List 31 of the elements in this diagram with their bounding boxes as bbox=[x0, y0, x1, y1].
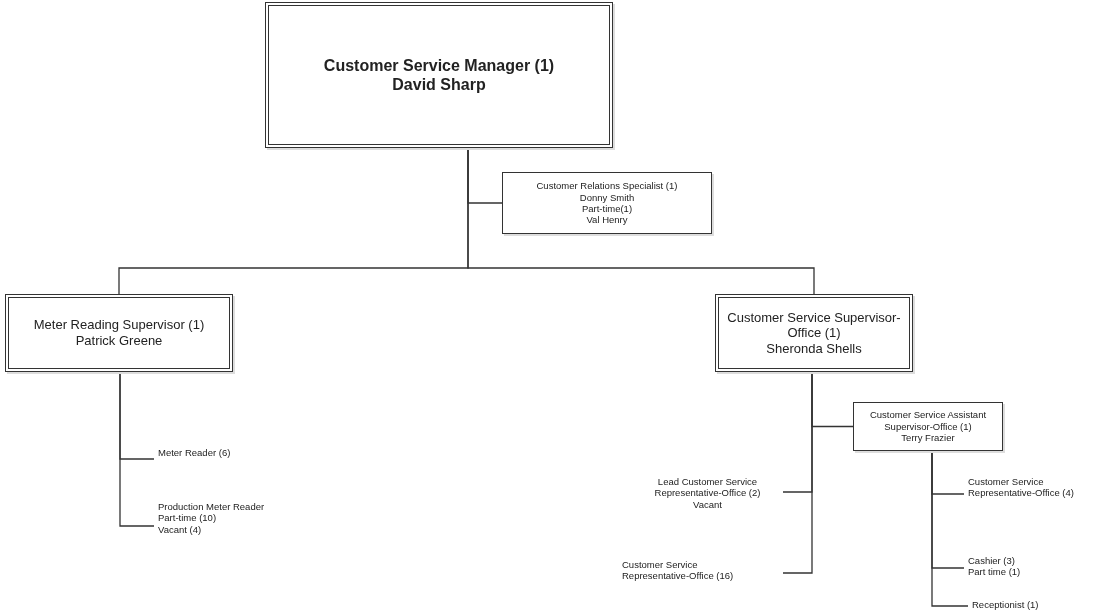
position-text: Receptionist (1) bbox=[972, 599, 1040, 611]
position-text: Terry Frazier bbox=[900, 432, 956, 444]
position-box bbox=[715, 294, 913, 372]
connector-line bbox=[782, 371, 813, 574]
position-text: Val Henry bbox=[585, 214, 629, 226]
position-text: Customer Service Supervisor-Office (1) bbox=[726, 309, 902, 341]
position-text: Part-time(1) bbox=[580, 203, 634, 215]
position-text: Customer Relations Specialist (1) bbox=[535, 180, 679, 192]
position-box bbox=[265, 2, 613, 148]
position-text: Customer Service Assistant Supervisor-Office (1) bbox=[868, 409, 988, 433]
position-text: Donny Smith bbox=[578, 191, 636, 203]
position-text: Meter Reading Supervisor (1) bbox=[32, 317, 206, 333]
position-text: Production Meter Reader Part-time (10) bbox=[158, 500, 266, 524]
connector-line bbox=[467, 147, 815, 295]
position-text: Cashier (3) bbox=[968, 554, 1016, 566]
position-text: Lead Customer Service Representative-Office (2) bbox=[653, 475, 762, 499]
position-text: Part time (1) bbox=[968, 566, 1022, 578]
position-text: Meter Reader (6) bbox=[158, 447, 232, 459]
position-text: David Sharp bbox=[391, 75, 487, 95]
connector-line bbox=[931, 450, 969, 607]
position-box bbox=[5, 294, 233, 372]
position-text: Customer Service Representative-Office (16) bbox=[622, 558, 735, 582]
connector-line bbox=[119, 371, 155, 527]
position-text: Customer Service Representative-Office (4) bbox=[968, 475, 1075, 499]
position-text: Patrick Greene bbox=[74, 333, 164, 349]
position-box bbox=[502, 172, 712, 234]
position-text: Vacant (4) bbox=[158, 523, 203, 536]
position-text: Customer Service Manager (1) bbox=[322, 55, 556, 75]
position-text: Vacant bbox=[692, 498, 723, 511]
position-text: Sheronda Shells bbox=[765, 340, 863, 357]
position-box bbox=[853, 402, 1003, 451]
